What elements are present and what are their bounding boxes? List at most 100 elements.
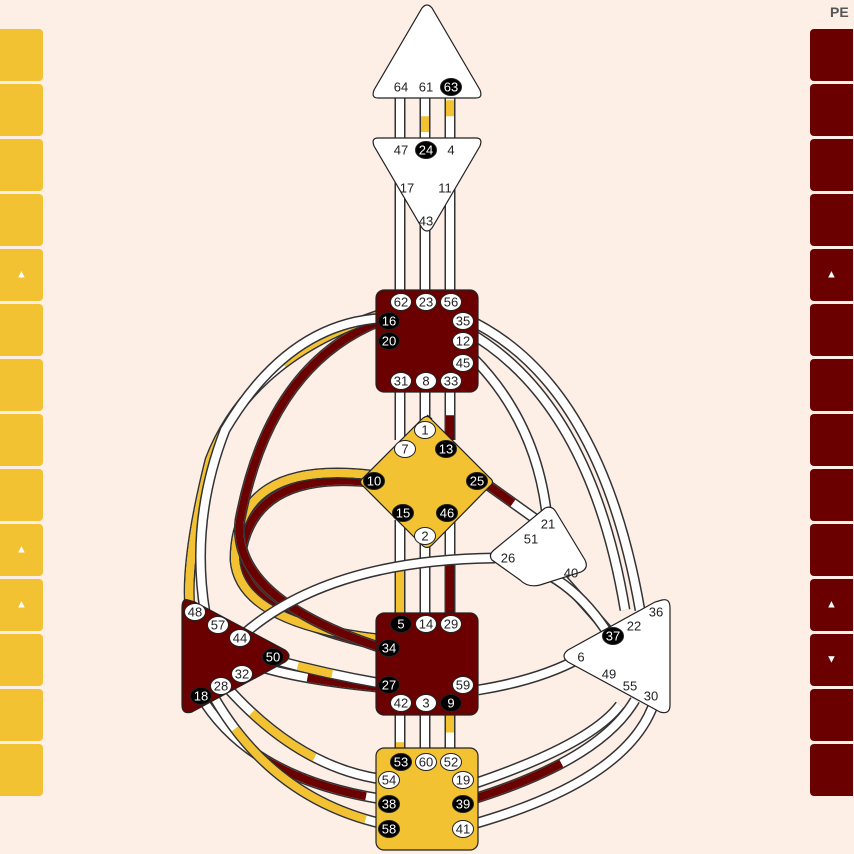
head-center [372, 4, 482, 99]
gate-34: 34 [378, 639, 400, 657]
gate-number: 27 [382, 678, 396, 693]
gate-37: 37 [602, 627, 624, 645]
gate-41: 41 [452, 820, 474, 838]
arrow-up-icon: ▲ [826, 268, 837, 281]
channel [229, 467, 389, 646]
gate-number: 7 [401, 442, 408, 457]
gate-14: 14 [415, 615, 437, 633]
right-column-cell [810, 469, 853, 521]
gate-number: 57 [211, 618, 225, 633]
gate-39: 39 [452, 795, 474, 813]
gate-number: 3 [422, 696, 429, 711]
arrow-up-icon: ▲ [16, 268, 27, 281]
channel [461, 345, 554, 529]
ego-center [489, 506, 587, 587]
gate-30: 30 [644, 689, 658, 704]
gate-12: 12 [452, 332, 474, 350]
channel [462, 313, 646, 611]
channel [220, 681, 389, 786]
gate-51: 51 [524, 532, 538, 547]
gate-number: 45 [456, 356, 470, 371]
gate-number: 24 [419, 143, 433, 158]
column-header-label: PE [830, 4, 849, 20]
gate-number: 20 [382, 334, 396, 349]
gate-number: 53 [394, 755, 408, 770]
gate-number: 10 [367, 474, 381, 489]
gate-number: 11 [438, 181, 452, 196]
gate-number: 63 [444, 80, 458, 95]
gate-28: 28 [210, 677, 232, 695]
gate-40: 40 [564, 566, 578, 581]
right-column-cell [810, 84, 853, 136]
gate-number: 17 [400, 181, 414, 196]
gate-38: 38 [378, 795, 400, 813]
centers-layer [181, 4, 671, 851]
gate-56: 56 [440, 293, 462, 311]
gate-number: 23 [419, 295, 433, 310]
gate-4: 4 [447, 143, 454, 158]
gate-62: 62 [390, 293, 412, 311]
gate-number: 30 [644, 689, 658, 704]
gate-number: 1 [421, 423, 428, 438]
gate-number: 40 [564, 566, 578, 581]
right-column-cell: ▲ [810, 249, 853, 301]
arrow-up-icon: ▲ [826, 598, 837, 611]
gate-63: 63 [440, 78, 462, 96]
gate-64: 64 [394, 80, 408, 95]
gate-53: 53 [390, 753, 412, 771]
gate-number: 33 [444, 374, 458, 389]
channel [195, 312, 389, 613]
gate-number: 25 [470, 474, 484, 489]
gate-number: 61 [419, 80, 433, 95]
right-column-cell [810, 194, 853, 246]
gate-number: 21 [541, 517, 555, 532]
left-column-cell: ▲ [0, 579, 43, 631]
gate-number: 47 [394, 143, 408, 158]
gate-17: 17 [400, 181, 414, 196]
gate-number: 2 [421, 529, 428, 544]
gate-number: 43 [419, 214, 433, 229]
gate-31: 31 [390, 372, 412, 390]
channel [477, 653, 583, 696]
gate-57: 57 [207, 616, 229, 634]
channel [468, 698, 661, 831]
gate-6: 6 [577, 650, 584, 665]
gate-54: 54 [378, 771, 400, 789]
channel [468, 701, 625, 791]
right-column-cell [810, 524, 853, 576]
gate-number: 51 [524, 532, 538, 547]
right-column-cell [810, 29, 853, 81]
gate-number: 9 [447, 696, 454, 711]
gate-2: 2 [414, 527, 436, 545]
sacral-center [375, 612, 479, 716]
gate-number: 6 [577, 650, 584, 665]
gate-5: 5 [390, 615, 412, 633]
left-column-cell [0, 194, 43, 246]
gate-number: 59 [456, 678, 470, 693]
gate-number: 12 [456, 334, 470, 349]
left-column-cell [0, 634, 43, 686]
gate-number: 28 [214, 679, 228, 694]
gate-number: 64 [394, 80, 408, 95]
gate-61: 61 [419, 80, 433, 95]
gate-number: 31 [394, 374, 408, 389]
gate-50: 50 [262, 648, 284, 666]
gate-29: 29 [440, 615, 462, 633]
gate-46: 46 [436, 504, 458, 522]
left-column-cell [0, 469, 43, 521]
arrow-up-icon: ▲ [16, 598, 27, 611]
gate-33: 33 [440, 372, 462, 390]
channel [468, 697, 640, 806]
gate-13: 13 [435, 440, 457, 458]
gate-7: 7 [394, 440, 416, 458]
gate-36: 36 [649, 605, 663, 620]
gate-number: 26 [501, 551, 515, 566]
channel [462, 325, 631, 611]
channel [233, 312, 390, 656]
gate-number: 15 [396, 506, 410, 521]
right-column-cell: ▲ [810, 579, 853, 631]
gate-number: 14 [419, 617, 433, 632]
gate-27: 27 [378, 676, 400, 694]
